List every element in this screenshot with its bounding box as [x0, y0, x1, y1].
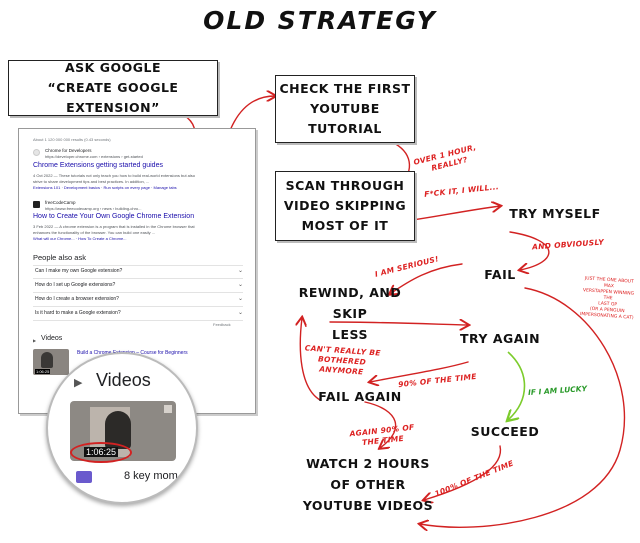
- arrow-tryagain-to-failagain: [370, 361, 469, 382]
- result2-title-link[interactable]: How to Create Your Own Google Chrome Ext…: [33, 213, 195, 220]
- arrow-failagain-to-rewind: [300, 318, 321, 401]
- node-watch-videos: WATCH 2 HOURS OF OTHER YOUTUBE VIDEOS: [302, 456, 434, 513]
- result2-site: freeCodeCamp: [45, 200, 76, 205]
- annotation-cant-bothered: CAN'T REALLY BE BOTHERED ANYMORE: [304, 343, 382, 377]
- node-fail: FAIL: [484, 267, 516, 282]
- chevron-down-icon[interactable]: ⌄: [237, 309, 243, 316]
- ask-google-box: ASK GOOGLE “CREATE GOOGLE EXTENSION”: [8, 60, 218, 116]
- arrow-fail-to-rewind: [390, 263, 463, 294]
- node-try-myself: TRY MYSELF: [509, 206, 601, 221]
- result1-url: https://developer.chrome.com › extension…: [45, 154, 143, 159]
- video-play-icon: ▶: [33, 338, 37, 343]
- arrow-trymyself-to-fail: [509, 231, 550, 270]
- arrow-fail-to-watch-loop: [420, 287, 626, 527]
- paa-question[interactable]: How do I set up Google extensions?: [35, 282, 116, 288]
- key-moments-thumbnail: [76, 471, 92, 483]
- chevron-down-icon[interactable]: ⌄: [237, 281, 243, 288]
- feedback-link[interactable]: Feedback: [213, 322, 231, 327]
- chrome-favicon-icon: [33, 149, 40, 156]
- arrow-succeed-to-watch: [424, 445, 502, 500]
- key-moments-label: 8 key mom: [124, 470, 178, 482]
- people-also-ask-heading: People also ask: [33, 253, 86, 262]
- expand-icon: [164, 405, 172, 413]
- node-rewind: REWIND, AND SKIP LESS: [298, 285, 402, 342]
- paa-question[interactable]: Is it hard to make a Google extension?: [35, 310, 121, 316]
- video-duration-small: 1:06:25: [35, 369, 51, 374]
- result2-url: https://www.freecodecamp.org › news › bu…: [45, 206, 142, 211]
- annotation-fineprint: JUST THE ONE ABOUT MAX VERSTAPPEN WINNIN…: [579, 276, 635, 321]
- arrow-tryagain-to-succeed: [508, 351, 526, 420]
- results-count: About 1 120 000 000 results (0.43 second…: [33, 137, 111, 142]
- people-also-ask-list: Can I make my own Google extension? ⌄ Ho…: [33, 265, 243, 325]
- node-fail-again: FAIL AGAIN: [318, 389, 402, 404]
- chevron-down-icon[interactable]: ⌄: [237, 295, 243, 302]
- result1-title-link[interactable]: Chrome Extensions getting started guides: [33, 162, 163, 169]
- result1-snippet: 4 Oct 2022 — These tutorials not only te…: [33, 173, 196, 184]
- result2-sitelinks[interactable]: What will our Chrome... · How To Create …: [33, 236, 127, 241]
- result1-sitelinks[interactable]: Extensions 101 · Development basics · Ru…: [33, 185, 177, 190]
- node-try-again: TRY AGAIN: [459, 331, 541, 346]
- result1-site: Chrome for Developers: [45, 148, 92, 153]
- video-thumbnail-small[interactable]: 1:06:25: [33, 349, 69, 375]
- node-succeed: SUCCEED: [470, 424, 540, 439]
- arrow-rewind-to-tryagain: [329, 322, 468, 325]
- chevron-down-icon[interactable]: ⌄: [237, 267, 243, 274]
- zoom-magnifier: ▶ Videos 1:06:25 8 key mom: [46, 352, 198, 504]
- google-search-screenshot: About 1 120 000 000 results (0.43 second…: [18, 128, 256, 414]
- video-duration-zoomed: 1:06:25: [84, 447, 119, 457]
- freecodecamp-favicon-icon: [33, 201, 40, 208]
- videos-heading-zoomed: Videos: [96, 370, 151, 390]
- paa-question[interactable]: Can I make my own Google extension?: [35, 268, 123, 274]
- check-tutorial-box: CHECK THE FIRST YOUTUBE TUTORIAL: [275, 75, 415, 143]
- videos-heading-small: Videos: [41, 335, 63, 342]
- video-play-icon: ▶: [74, 376, 83, 389]
- paa-question[interactable]: How do I create a browser extension?: [35, 296, 119, 302]
- result2-snippet: 3 Feb 2022 — A chrome extension is a pro…: [33, 224, 195, 235]
- scan-video-box: SCAN THROUGH VIDEO SKIPPING MOST OF IT: [275, 171, 415, 241]
- duration-highlight-circle: [70, 442, 132, 463]
- arrow-failagain-to-watch: [364, 401, 397, 448]
- diagram-title: OLD STRATEGY: [203, 6, 437, 35]
